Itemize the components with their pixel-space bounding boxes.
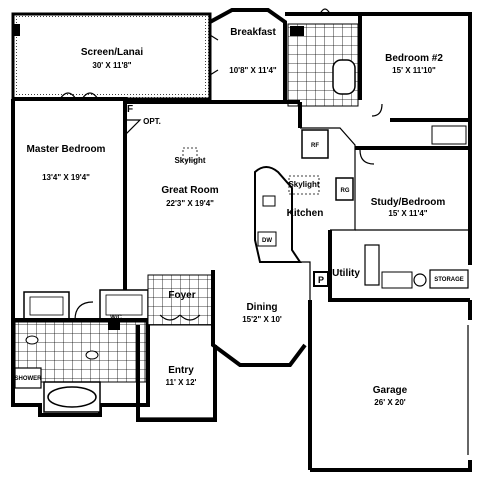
room-name-utility: Utility — [332, 268, 360, 279]
room-name-great: Great Room — [161, 185, 218, 196]
closet-area — [390, 118, 472, 150]
utility-area — [313, 230, 470, 302]
kitchen-area — [254, 102, 356, 263]
dishwasher-icon — [257, 231, 277, 247]
master-area — [11, 97, 149, 321]
dw-label: DW — [262, 238, 272, 244]
room-dims-master: 13'4" X 19'4" — [42, 173, 90, 182]
room-name-study: Study/Bedroom — [371, 197, 446, 208]
rf-label: RF — [311, 143, 319, 149]
room-labels: Screen/Lanai 30' X 11'8" Breakfast 10'8"… — [27, 27, 446, 407]
room-dims-entry: 11' X 12' — [166, 378, 197, 387]
storage-box — [429, 269, 469, 289]
room-name-entry: Entry — [168, 365, 194, 376]
rg-label: RG — [341, 188, 350, 194]
room-dims-breakfast: 10'8" X 11'4" — [229, 66, 277, 75]
skylight-kitchen-label: Skylight — [288, 180, 319, 189]
p-marker: P — [318, 275, 324, 285]
storage-label: STORAGE — [434, 277, 464, 283]
skylight-great-label: Skylight — [174, 156, 205, 165]
dining-area — [211, 261, 311, 367]
room-dims-lanai: 30' X 11'8" — [92, 61, 131, 70]
master-tub-icon — [47, 386, 97, 408]
room-dims-dining: 15'2" X 10' — [242, 315, 282, 324]
breakfast-area — [209, 8, 287, 104]
refrigerator-icon — [301, 129, 329, 159]
lanai-area — [11, 12, 212, 101]
room-dims-garage: 26' X 20' — [374, 398, 405, 407]
p-box — [313, 271, 329, 287]
room-name-garage: Garage — [373, 385, 408, 396]
great-room-area — [124, 100, 300, 161]
room-name-kitchen: Kitchen — [287, 208, 324, 219]
opt-label: OPT. — [143, 117, 161, 126]
range-icon — [335, 177, 354, 201]
room-name-master: Master Bedroom — [27, 144, 106, 155]
bathtub-icon — [332, 59, 356, 95]
room-dims-study: 15' X 11'4" — [388, 209, 427, 218]
room-dims-bedroom2: 15' X 11'10" — [392, 66, 436, 75]
fixture-labels: Skylight Skylight OPT. F P RF RG DW STOR… — [15, 104, 464, 382]
shower-label: SHOWER — [15, 376, 43, 382]
sink-icon — [262, 195, 276, 207]
room-name-foyer: Foyer — [168, 290, 195, 301]
shower-box — [14, 367, 42, 389]
room-name-dining: Dining — [246, 302, 277, 313]
bedroom2-area — [285, 8, 472, 120]
foyer-area — [147, 274, 214, 326]
wc-label: W/C — [110, 315, 122, 321]
study-area — [355, 146, 472, 265]
laundry-appliances — [364, 244, 380, 286]
f-marker: F — [127, 104, 133, 115]
master-bath-area — [11, 318, 150, 417]
room-name-lanai: Screen/Lanai — [81, 47, 143, 58]
room-name-breakfast: Breakfast — [230, 27, 276, 38]
entry-area — [136, 325, 217, 422]
room-name-bedroom2: Bedroom #2 — [385, 53, 443, 64]
room-dims-great: 22'3" X 19'4" — [166, 199, 214, 208]
garage-area — [308, 300, 472, 472]
